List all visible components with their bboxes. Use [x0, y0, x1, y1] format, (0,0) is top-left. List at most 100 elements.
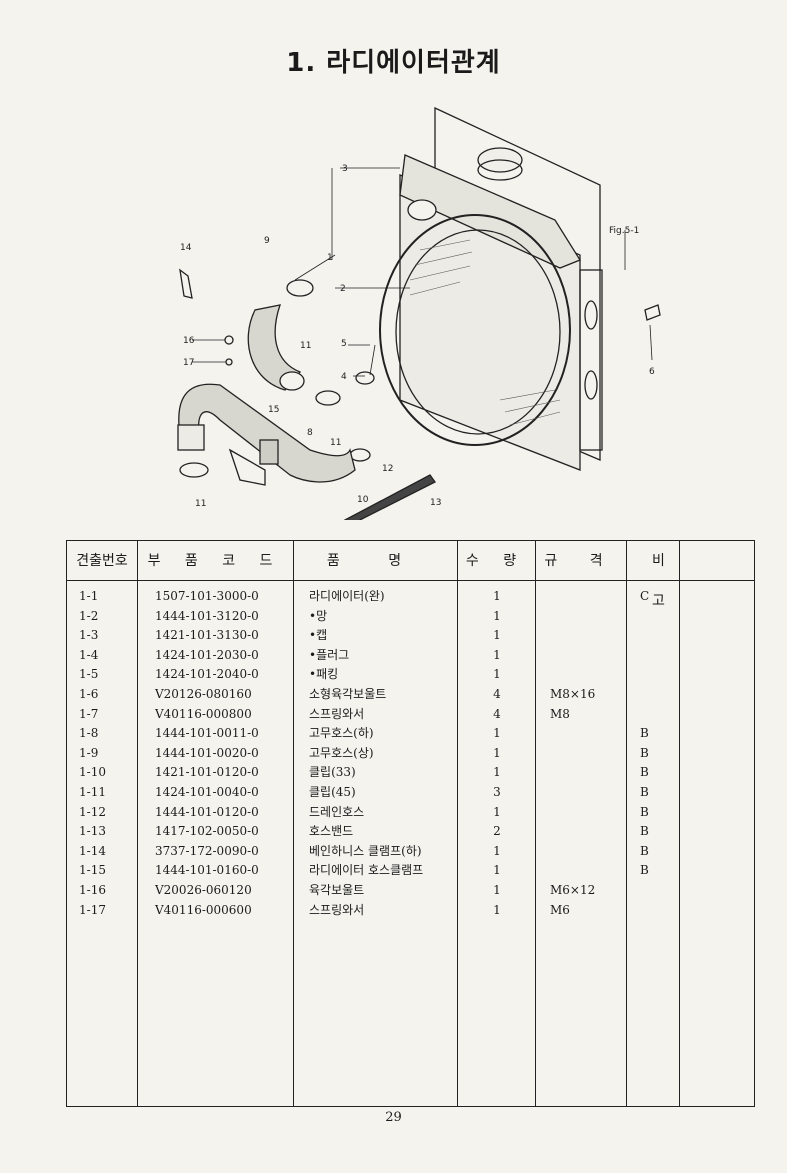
header-no: 견출번호	[76, 553, 128, 569]
upper-outlet	[407, 199, 437, 221]
mesh-net	[409, 239, 561, 426]
cell-qty: 1	[493, 628, 501, 643]
callout-8: 8	[307, 428, 313, 438]
cell-no: 1-7	[79, 706, 99, 721]
cell-name: 육각보울트	[309, 882, 365, 897]
table-row: 1-3 1421-101-3130-0 •캡 1	[67, 626, 754, 646]
cell-code: V40116-000600	[155, 902, 252, 917]
header-name: 품 명	[326, 553, 424, 569]
cell-note: B	[640, 804, 649, 819]
callout-11: 11	[195, 499, 206, 509]
cell-qty: 1	[493, 843, 501, 858]
cell-name: 소형육각보울트	[309, 686, 387, 701]
cell-code: 1421-101-0120-0	[155, 765, 259, 780]
clip-33	[349, 448, 371, 462]
cell-name: •캡	[309, 628, 328, 643]
callout-4: 4	[341, 372, 347, 382]
cell-qty: 4	[493, 706, 501, 721]
cell-name: 클립(33)	[309, 765, 356, 780]
cell-no: 1-11	[79, 784, 106, 799]
cell-name: 드레인호스	[309, 804, 365, 819]
cell-qty: 1	[493, 647, 501, 662]
cell-no: 1-4	[79, 647, 99, 662]
callout-6: 6	[649, 367, 655, 377]
cell-no: 1-13	[79, 824, 106, 839]
callout-11: 11	[300, 341, 311, 351]
cell-qty: 1	[493, 882, 501, 897]
cell-note: B	[640, 824, 649, 839]
cell-spec: M6×12	[550, 882, 596, 897]
cell-note: B	[640, 726, 649, 741]
cell-code: 1424-101-2030-0	[155, 647, 259, 662]
cell-no: 1-16	[79, 882, 106, 897]
small-clamp	[179, 268, 193, 299]
drain-plug	[355, 371, 375, 385]
cell-name: 스프링와서	[309, 706, 365, 721]
callout-17: 17	[183, 358, 194, 368]
cell-name: 라디에이터(완)	[309, 589, 385, 603]
spring-washer	[225, 358, 233, 366]
cell-qty: 1	[493, 804, 501, 819]
cell-no: 1-17	[79, 902, 106, 917]
cell-code: V20026-060120	[155, 882, 252, 897]
cell-no: 1-12	[79, 804, 106, 819]
cell-no: 1-2	[79, 608, 99, 623]
page-number: 29	[385, 1110, 402, 1125]
cell-name: 라디에이터 호스클램프	[309, 863, 424, 878]
cell-qty: 1	[493, 608, 501, 623]
cell-note: B	[640, 843, 649, 858]
cell-spec: M6	[550, 902, 570, 917]
cell-spec: M8	[550, 706, 570, 721]
table-row: 1-7 V40116-000800 스프링와서 4 M8	[67, 705, 754, 725]
cell-code: 1507-101-3000-0	[155, 589, 259, 603]
cell-name: 클립(45)	[309, 784, 356, 799]
cell-no: 1-6	[79, 686, 99, 701]
header-qty: 수 량	[465, 553, 527, 569]
fan-shroud	[379, 214, 571, 446]
cell-qty: 1	[493, 765, 501, 780]
cell-code: 1424-101-2040-0	[155, 667, 259, 682]
cell-note: B	[640, 784, 649, 799]
lower-hose	[178, 383, 356, 483]
diagram-svg: 3 1 2 5 4 9 14 16 17 11 15 8 11 12 10 13…	[177, 106, 661, 526]
clip-45	[179, 462, 209, 478]
table-row: 1-16 V20026-060120 육각보울트 1 M6×12	[67, 881, 754, 901]
cell-qty: 1	[493, 726, 501, 741]
cell-no: 1-1	[79, 589, 99, 603]
cell-name: 호스밴드	[309, 824, 354, 839]
cell-no: 1-15	[79, 863, 106, 878]
cell-note: B	[640, 863, 649, 878]
cell-code: V40116-000800	[155, 706, 252, 721]
cell-note: B	[640, 765, 649, 780]
radiator-exploded-diagram: 3 1 2 5 4 9 14 16 17 11 15 8 11 12 10 13…	[160, 100, 680, 526]
cell-qty: 3	[493, 784, 501, 799]
callout-9: 9	[264, 236, 270, 246]
cell-note: B	[640, 745, 649, 760]
harness-clamp	[228, 448, 266, 486]
cell-name: 고무호스(하)	[309, 726, 374, 741]
callout-10: 10	[357, 495, 369, 505]
cell-qty: 2	[493, 824, 501, 839]
clip-45	[286, 279, 314, 297]
callout-15: 15	[268, 405, 279, 415]
cell-name: •패킹	[309, 667, 339, 682]
cell-no: 1-14	[79, 843, 106, 858]
cell-no: 1-3	[79, 628, 99, 643]
cell-code: V20126-080160	[155, 686, 252, 701]
cell-code: 1421-101-3130-0	[155, 628, 259, 643]
header-note: 비 고	[652, 553, 705, 609]
cell-qty: 4	[493, 686, 501, 701]
callout-1: 1	[327, 253, 333, 263]
